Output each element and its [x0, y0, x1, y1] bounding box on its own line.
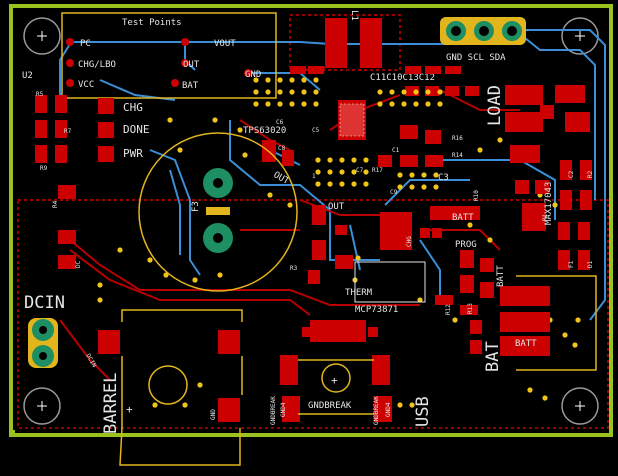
c3-label: C3 [438, 173, 449, 183]
usb-connector-outline [298, 359, 374, 415]
smd-pads [35, 85, 592, 422]
inductor-l1-pads [325, 18, 382, 68]
r3-label: R3 [290, 265, 298, 272]
component-outline-circle [138, 132, 298, 292]
dcin-label: DCIN [24, 293, 65, 313]
mounting-hole-tr [561, 17, 599, 55]
testpoints-box [61, 12, 277, 99]
batt2-label: BATT [496, 265, 506, 287]
bat-conn-label: BAT [483, 341, 503, 372]
gnd4-label: GND4 [280, 402, 287, 417]
gndbreak-v-label: GNDBREAK [270, 396, 277, 425]
r9-label: R9 [40, 165, 48, 172]
r14-label: R14 [452, 152, 463, 159]
i2c-header [440, 17, 526, 45]
r4-label: R4 [52, 200, 59, 208]
prog-label: PROG [455, 240, 477, 250]
testpoints-title: Test Points [122, 18, 182, 28]
c7-label: C7 [356, 167, 364, 174]
tp-bat: BAT [182, 81, 199, 91]
barrel-jack-hole [148, 365, 188, 405]
tp-vcc: VCC [78, 80, 94, 90]
plus2-label: + [331, 374, 338, 387]
mounting-hole-bl [23, 387, 61, 425]
caps-row-label: C11C10C13C12 [370, 73, 435, 83]
c1-label: C1 [392, 147, 400, 154]
tp-chg-lbo: CHG/LBO [78, 60, 116, 70]
ic-gauge-label: MAX17043 [544, 182, 554, 225]
pwr-label: PWR [123, 147, 143, 160]
ic-charger-label: MCP73871 [355, 305, 398, 315]
mounting-hole-br [561, 387, 599, 425]
gndbreak-h-label: GNDBREAK [308, 401, 352, 411]
board-outline [9, 4, 613, 437]
through-hole-pads-center [203, 168, 233, 253]
ic-tps63020 [338, 100, 366, 140]
u2-label: U2 [22, 71, 33, 81]
dc-label: DC [75, 260, 82, 268]
barrel-label: BARREL [101, 373, 121, 434]
r10-label: R10 [473, 190, 480, 201]
f3-label: F3 [191, 201, 201, 212]
testpoint-vias [66, 38, 252, 87]
n1-label: 1 [312, 173, 316, 180]
gndbreak-v2-label: GNDBREAK [373, 396, 380, 425]
usb-hole [321, 363, 351, 393]
r1-label: R1 [542, 213, 549, 221]
dcin-header [28, 318, 58, 368]
chg-small-label: CHG [406, 236, 413, 247]
r7-label: R7 [64, 128, 72, 135]
load-label: LOAD [485, 85, 505, 126]
ic-mcp73871 [354, 261, 426, 303]
f1-label: F1 [568, 260, 575, 268]
batt-label: BATT [452, 213, 474, 223]
c5-label: C5 [312, 127, 320, 134]
r17-label: R17 [372, 167, 383, 174]
c2-label: C2 [568, 170, 575, 178]
edge-marker [9, 430, 15, 436]
cap-row-pads [290, 66, 479, 96]
i2c-label: GND SCL SDA [446, 53, 506, 63]
chg-label: CHG [123, 101, 143, 114]
gnd-v-label: GND [210, 409, 217, 420]
mounting-hole-tl [23, 17, 61, 55]
bat-connector-outline [516, 275, 597, 371]
l1-label: L1 [349, 10, 359, 21]
gnd4b-label: GND4 [385, 402, 392, 417]
therm-label: THERM [345, 288, 373, 298]
tp-vout: VOUT [214, 39, 236, 49]
keepout-dashed [17, 199, 609, 429]
c6-label: C6 [276, 119, 284, 126]
c8-label: C8 [278, 145, 286, 152]
out-label: OUT [328, 202, 345, 212]
barrel-jack-outline [119, 309, 243, 466]
r12-label: R12 [445, 304, 452, 315]
batt3-label: BATT [515, 339, 537, 349]
tp-gnd: GND [245, 70, 261, 80]
plus1-label: + [126, 403, 133, 416]
ic-main-label: TPS63020 [243, 126, 286, 136]
usb-label: USB [413, 396, 433, 427]
r5-label: R5 [36, 91, 44, 98]
r2-label: R2 [587, 170, 594, 178]
misc-red-marks [335, 225, 442, 238]
d1-label: D1 [587, 260, 594, 268]
tp-pc: PC [80, 39, 91, 49]
r16-label: R16 [452, 135, 463, 142]
tp-out: OUT [183, 60, 200, 70]
via-grid [97, 77, 581, 408]
r13-label: R13 [467, 303, 474, 314]
c9-label: C9 [390, 189, 398, 196]
done-label: DONE [123, 123, 150, 136]
